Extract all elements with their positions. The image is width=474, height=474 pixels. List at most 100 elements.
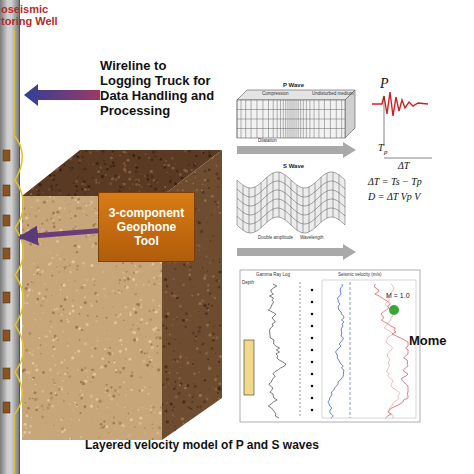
rock-grain [217, 425, 220, 428]
propagation-arrow [237, 142, 356, 158]
rock-grain [136, 339, 139, 342]
rock-grain [188, 406, 191, 409]
rock-grain [159, 274, 162, 277]
annotation-text: Wireline to Logging Truck for Data Handl… [100, 58, 218, 118]
rock-grain [219, 262, 221, 264]
rock-grain [69, 211, 71, 213]
log-marker [311, 409, 314, 412]
rock-grain [145, 278, 147, 280]
rock-grain [135, 165, 136, 166]
rock-grain [212, 387, 213, 388]
rock-grain [25, 170, 27, 172]
rock-grain [103, 287, 106, 290]
grid-line [268, 100, 269, 138]
rock-grain [69, 311, 70, 312]
rock-grain [197, 244, 199, 246]
rock-grain [115, 369, 118, 372]
rock-grain [193, 164, 196, 167]
figure-label: M = 1.0 [386, 292, 410, 300]
rock-grain [201, 317, 202, 318]
rock-grain [49, 277, 50, 278]
rock-grain [197, 180, 199, 182]
rock-grain [39, 161, 40, 162]
rock-grain [195, 155, 197, 157]
rock-grain [196, 178, 198, 180]
rock-grain [89, 151, 92, 154]
rock-grain [154, 311, 156, 313]
grid-line [298, 100, 299, 138]
rock-grain [180, 367, 181, 368]
rock-grain [52, 222, 55, 225]
rock-grain [211, 305, 213, 307]
rock-grain [29, 377, 30, 378]
rock-grain [64, 298, 67, 301]
grid-line [296, 100, 297, 138]
rock-grain [79, 412, 81, 414]
grid-line [306, 100, 307, 138]
rock-grain [71, 305, 74, 308]
rock-grain [141, 407, 143, 409]
rock-grain [108, 352, 111, 355]
rock-grain [174, 381, 176, 383]
rock-grain [33, 167, 36, 170]
rock-grain [58, 373, 60, 375]
rock-grain [209, 152, 211, 154]
rock-grain [29, 235, 32, 238]
rock-grain [23, 302, 25, 304]
rock-grain [134, 293, 137, 296]
rock-grain [35, 384, 37, 386]
rock-grain [57, 435, 58, 436]
rock-grain [84, 380, 87, 383]
rock-grain [76, 251, 78, 253]
rock-grain [114, 321, 117, 324]
rock-grain [105, 387, 107, 389]
rock-grain [166, 378, 169, 381]
rock-grain [125, 348, 127, 350]
rock-grain [53, 425, 54, 426]
rock-grain [212, 176, 214, 178]
rock-grain [130, 418, 133, 421]
rock-grain [199, 394, 202, 397]
rock-grain [55, 213, 57, 215]
rock-grain [134, 426, 136, 428]
rock-grain [214, 211, 216, 213]
rock-grain [206, 165, 208, 167]
rock-grain [79, 313, 81, 315]
rock-grain [141, 304, 143, 306]
grid-line [237, 181, 345, 197]
rock-grain [35, 271, 37, 273]
figure-label: Double amplitude [258, 236, 293, 241]
rock-grain [122, 272, 124, 274]
rock-grain [69, 437, 71, 439]
grid-line [285, 175, 286, 220]
rock-grain [200, 270, 201, 271]
rock-grain [56, 308, 59, 311]
rock-grain [192, 331, 195, 334]
rock-grain [189, 266, 191, 268]
rock-grain [40, 353, 42, 355]
rock-grain [93, 373, 96, 376]
rock-grain [214, 277, 216, 279]
rock-grain [126, 271, 128, 273]
rock-grain [67, 393, 69, 395]
rock-grain [38, 183, 41, 186]
rock-grain [49, 153, 52, 156]
rock-grain [113, 361, 115, 363]
rock-grain [80, 397, 83, 400]
rock-grain [40, 344, 42, 346]
rock-grain [216, 279, 219, 282]
figure-label: D = ΔT Vp V [368, 191, 420, 202]
figure-label: ΔT [398, 160, 409, 171]
rock-grain [56, 266, 57, 267]
rock-grain [68, 375, 71, 378]
rock-grain [31, 269, 32, 270]
rock-grain [188, 269, 190, 271]
rock-grain [101, 357, 104, 360]
rock-grain [41, 158, 43, 160]
rock-grain [84, 188, 87, 191]
rock-grain [137, 327, 140, 330]
grid-line [333, 172, 334, 217]
rock-grain [95, 178, 98, 181]
rock-grain [188, 164, 190, 166]
rock-grain [204, 274, 207, 277]
